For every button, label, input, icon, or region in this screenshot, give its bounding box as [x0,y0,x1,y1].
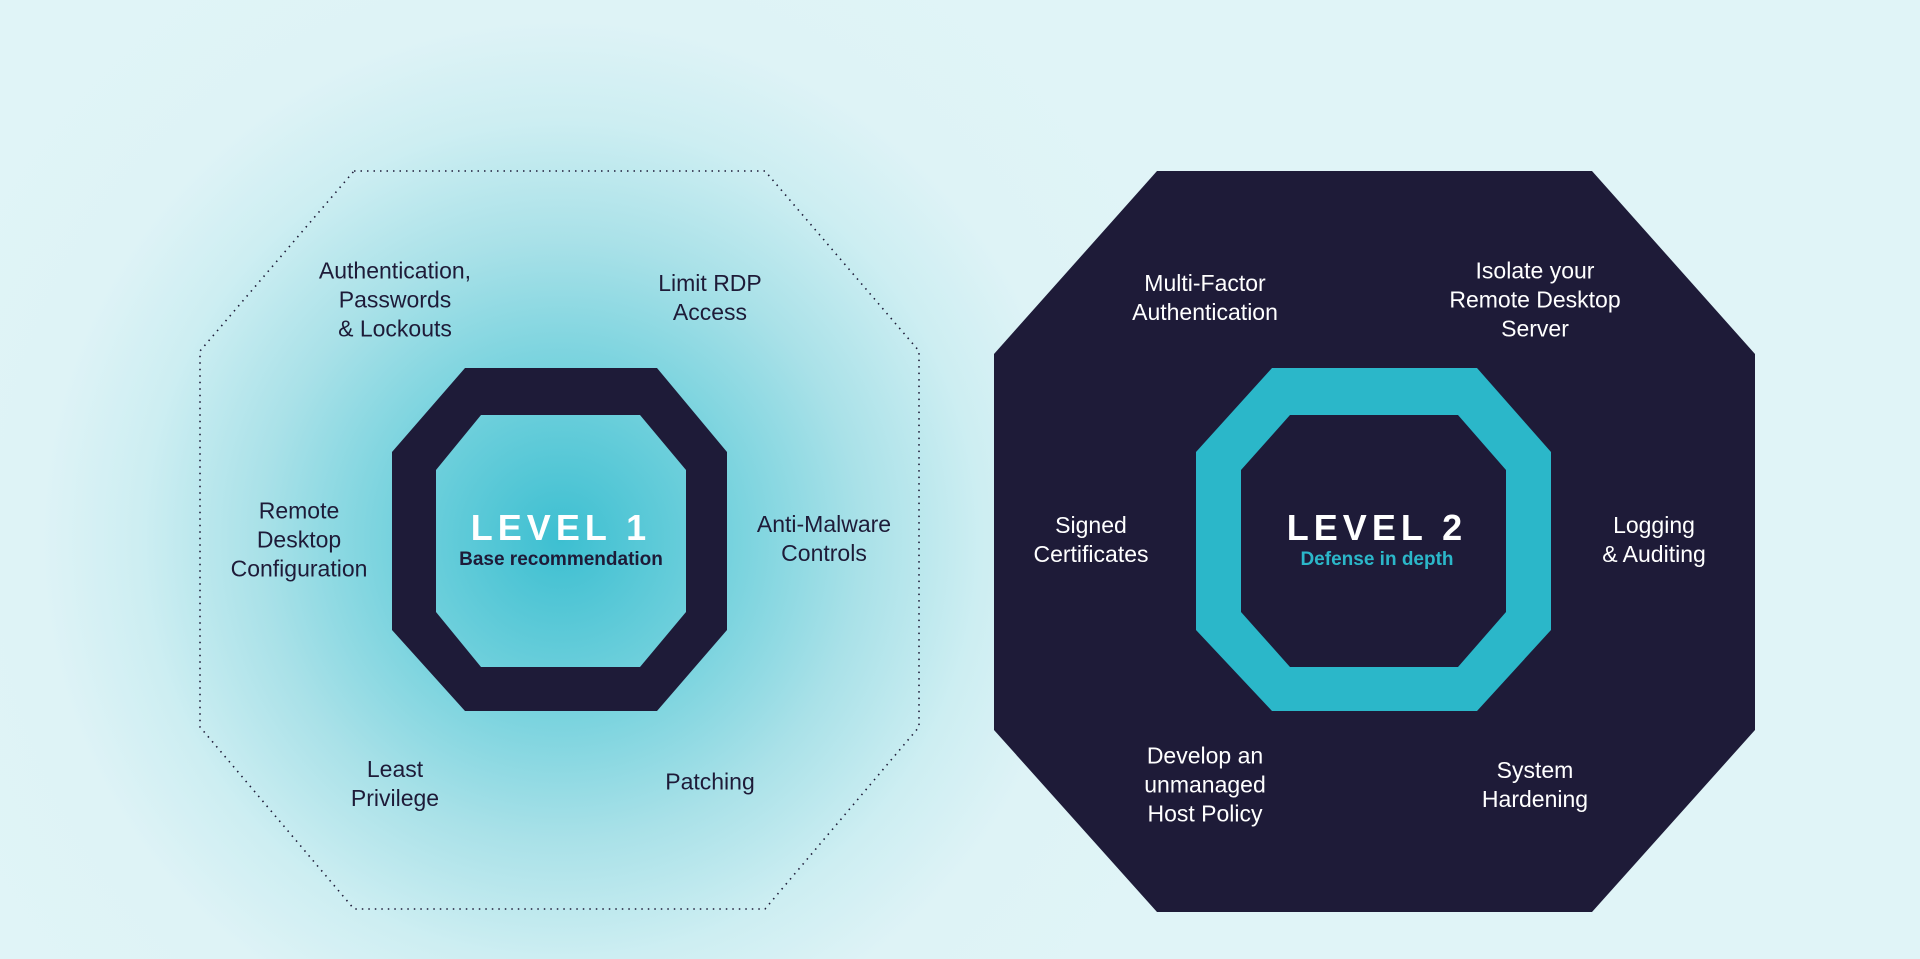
label-line: Isolate your [1475,257,1595,284]
level2-subtitle: Defense in depth [1300,549,1454,570]
level1-item-patching: Patching [665,768,755,797]
label-line: Certificates [1033,541,1149,567]
level1-subtitle: Base recommendation [459,549,663,570]
label-line: Develop an [1146,742,1264,769]
label-line: & Auditing [1602,541,1706,567]
label-line: Signed [1055,512,1127,538]
label-line: Controls [781,540,867,566]
level2-octagon [994,171,1755,912]
label-line: Remote Desktop [1449,286,1621,313]
label-line: Logging [1613,512,1695,538]
level1-item-authentication: Authentication,Passwords& Lockouts [319,257,471,344]
label-line: Server [1501,315,1569,342]
label-line: Privilege [350,785,440,811]
label-line: unmanaged [1144,771,1266,798]
label-line: Authentication, [318,257,472,284]
label-line: Host Policy [1147,800,1263,827]
label-line: Access [672,299,748,325]
level1-item-limit-rdp: Limit RDP Access [658,269,762,327]
label-line: Authentication [1132,299,1278,325]
label-line: Multi-Factor [1144,270,1266,296]
level2-item-logging: Logging & Auditing [1602,511,1706,569]
level1-title: LEVEL 1 [470,507,652,548]
label-line: System [1496,757,1574,783]
level2-title: LEVEL 2 [1286,507,1468,548]
level1-dotted-octagon [199,170,920,910]
label-line: Desktop [256,526,342,553]
label-line: Least [366,756,424,782]
label-line: Hardening [1481,786,1589,812]
label-line: Limit RDP [658,270,762,296]
label-line: Anti-Malware [756,511,892,537]
label-line: Remote [258,497,340,524]
level1-title-block: LEVEL 1 Base recommendation [459,508,663,572]
label-line: Configuration [230,555,368,582]
label-line: & Lockouts [338,315,452,342]
label-line: Passwords [338,286,452,313]
level2-title-block: LEVEL 2 Defense in depth [1287,508,1467,572]
label-line: Patching [665,768,755,795]
